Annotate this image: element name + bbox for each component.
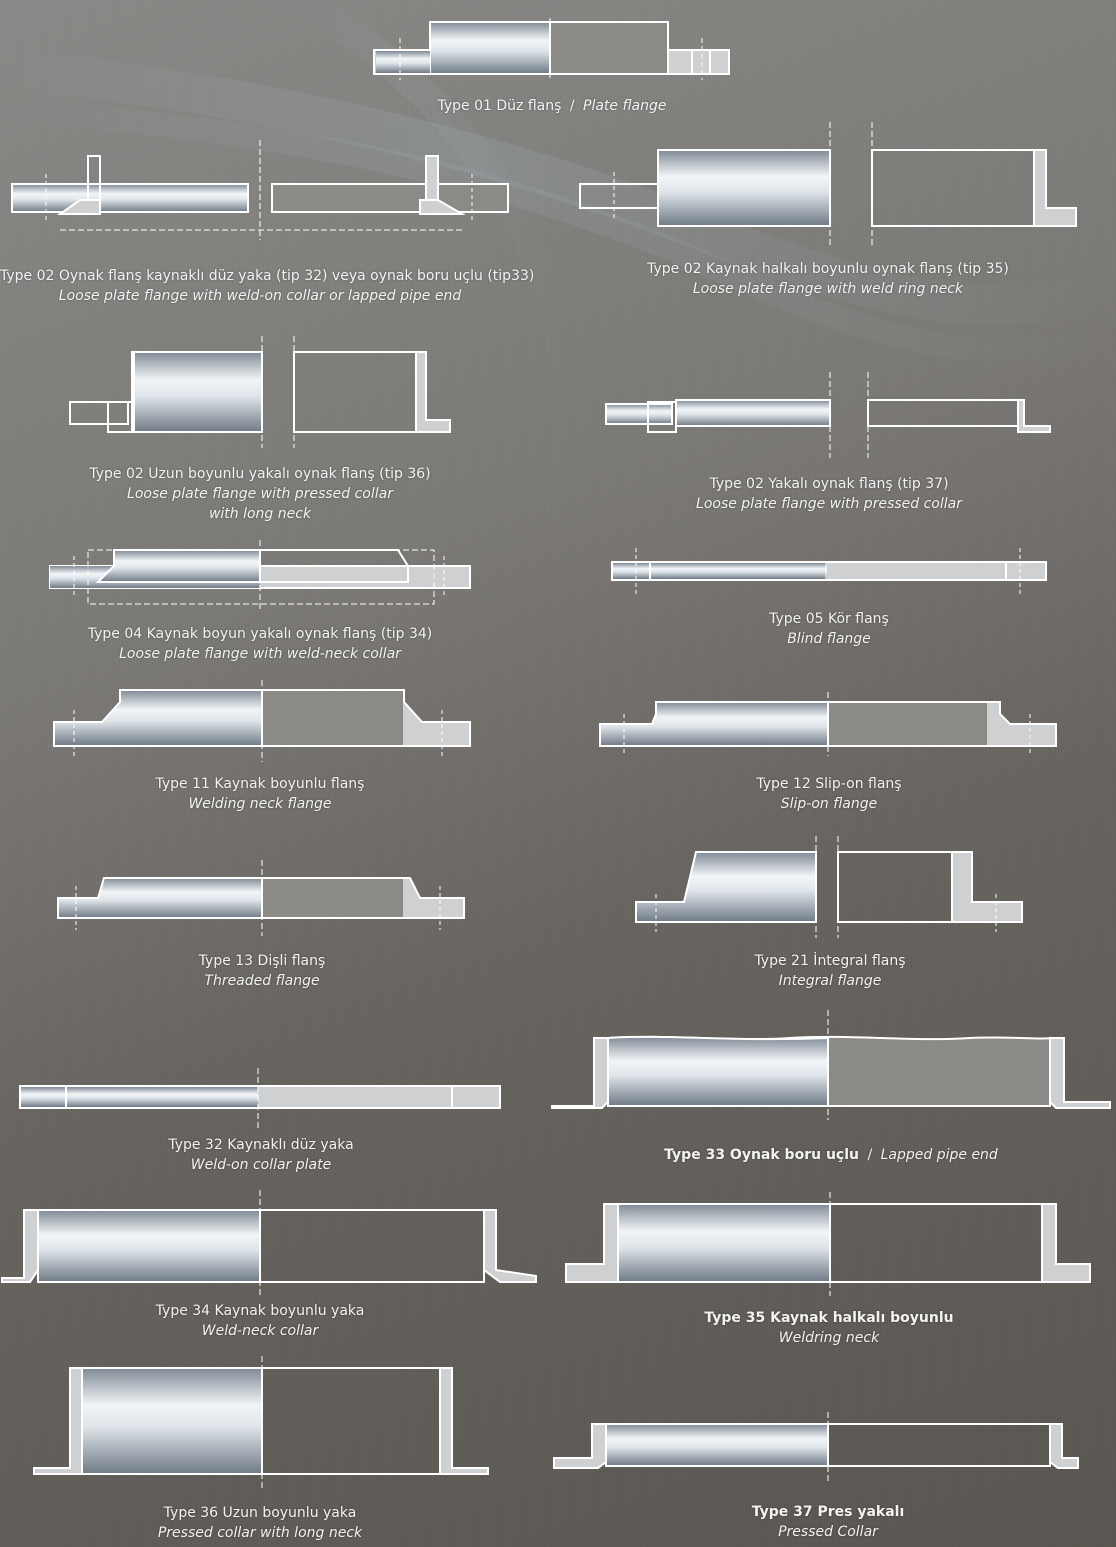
caption-type-05: Type 05 Kör flanş Blind flange bbox=[610, 609, 1048, 649]
caption-type-01-en: Plate flange bbox=[583, 98, 667, 114]
caption-type-32-tr: Type 32 Kaynaklı düz yaka bbox=[168, 1137, 354, 1153]
caption-type-21-en: Integral flange bbox=[778, 973, 882, 989]
diagram-type-21 bbox=[634, 836, 1026, 938]
caption-type-13-tr: Type 13 Dişli flanş bbox=[198, 953, 326, 969]
caption-type-36-en: Pressed collar with long neck bbox=[157, 1525, 363, 1541]
caption-type-01-sep: / bbox=[569, 98, 575, 114]
caption-type-35: Type 35 Kaynak halkalı boyunlu Weldring … bbox=[564, 1308, 1094, 1348]
caption-type-02b-en: Loose plate flange with weld ring neck bbox=[692, 281, 964, 297]
diagram-type-32 bbox=[18, 1068, 504, 1128]
diagram-type-33 bbox=[550, 1010, 1112, 1120]
type-37-drawing bbox=[553, 1412, 1079, 1484]
type-01-drawing bbox=[373, 18, 730, 80]
type-05-drawing bbox=[611, 548, 1047, 596]
diagram-type-37 bbox=[552, 1412, 1082, 1484]
caption-type-11: Type 11 Kaynak boyunlu flanş Welding nec… bbox=[50, 774, 470, 814]
caption-type-04-tr: Type 04 Kaynak boyun yakalı oynak flanş … bbox=[87, 626, 433, 642]
caption-type-33-sep: / bbox=[867, 1147, 873, 1163]
type-02c-drawing bbox=[69, 336, 451, 448]
diagram-type-05 bbox=[610, 546, 1048, 598]
diagram-type-12 bbox=[598, 692, 1060, 756]
type-04-drawing bbox=[49, 540, 471, 612]
caption-type-12-en: Slip-on flange bbox=[780, 796, 878, 812]
caption-type-34-en: Weld-neck collar bbox=[201, 1323, 319, 1339]
diagram-type-02c bbox=[68, 336, 454, 448]
diagram-type-34 bbox=[0, 1190, 540, 1296]
caption-type-04-en: Loose plate flange with weld-neck collar bbox=[119, 646, 401, 662]
caption-type-11-en: Welding neck flange bbox=[188, 796, 332, 812]
caption-type-32: Type 32 Kaynaklı düz yaka Weld-on collar… bbox=[18, 1135, 504, 1175]
caption-type-05-en: Blind flange bbox=[787, 631, 871, 647]
caption-type-12: Type 12 Slip-on flanş Slip-on flange bbox=[598, 774, 1060, 814]
caption-type-02b: Type 02 Kaynak halkalı boyunlu oynak fla… bbox=[578, 259, 1078, 299]
caption-type-02d-tr: Type 02 Yakalı oynak flanş (tip 37) bbox=[709, 476, 949, 492]
caption-type-33-en: Lapped pipe end bbox=[880, 1147, 998, 1163]
caption-type-34: Type 34 Kaynak boyunlu yaka Weld-neck co… bbox=[0, 1301, 520, 1341]
diagram-type-35 bbox=[564, 1192, 1094, 1296]
caption-type-02a-en: Loose plate flange with weld-on collar o… bbox=[58, 288, 462, 304]
type-32-drawing bbox=[19, 1068, 501, 1128]
diagram-type-02d bbox=[604, 372, 1054, 458]
diagram-type-13 bbox=[56, 860, 468, 936]
caption-type-35-en: Weldring neck bbox=[778, 1330, 880, 1346]
caption-type-13-en: Threaded flange bbox=[204, 973, 320, 989]
caption-type-02a-tr: Type 02 Oynak flanş kaynaklı düz yaka (t… bbox=[0, 268, 535, 284]
diagram-type-04 bbox=[48, 540, 472, 612]
caption-type-36: Type 36 Uzun boyunlu yaka Pressed collar… bbox=[30, 1503, 490, 1543]
caption-type-02d: Type 02 Yakalı oynak flanş (tip 37) Loos… bbox=[604, 474, 1054, 514]
caption-type-02c-en2: with long neck bbox=[208, 506, 312, 522]
type-13-drawing bbox=[57, 860, 465, 936]
caption-type-21-tr: Type 21 İntegral flanş bbox=[754, 953, 906, 969]
type-02d-drawing bbox=[605, 372, 1051, 458]
type-21-drawing bbox=[635, 836, 1023, 938]
caption-type-02c-tr: Type 02 Uzun boyunlu yakalı oynak flanş … bbox=[89, 466, 431, 482]
caption-type-01-tr: Type 01 Düz flanş bbox=[437, 98, 562, 114]
caption-type-37: Type 37 Pres yakalı Pressed Collar bbox=[552, 1502, 1104, 1542]
caption-type-01: Type 01 Düz flanş / Plate flange bbox=[372, 96, 732, 116]
type-34-drawing bbox=[1, 1190, 537, 1296]
type-35-drawing bbox=[565, 1192, 1091, 1296]
diagram-type-36 bbox=[32, 1356, 492, 1490]
type-33-drawing bbox=[551, 1010, 1111, 1120]
type-12-drawing bbox=[599, 692, 1057, 756]
caption-type-34-tr: Type 34 Kaynak boyunlu yaka bbox=[155, 1303, 365, 1319]
caption-type-02c: Type 02 Uzun boyunlu yakalı oynak flanş … bbox=[60, 464, 460, 524]
caption-type-02c-en: Loose plate flange with pressed collar bbox=[127, 486, 393, 502]
diagram-type-01 bbox=[372, 18, 732, 80]
caption-type-32-en: Weld-on collar plate bbox=[190, 1157, 332, 1173]
caption-type-02d-en: Loose plate flange with pressed collar bbox=[696, 496, 962, 512]
type-36-drawing bbox=[33, 1356, 489, 1490]
caption-type-21: Type 21 İntegral flanş Integral flange bbox=[634, 951, 1026, 991]
caption-type-33: Type 33 Oynak boru uçlu / Lapped pipe en… bbox=[550, 1145, 1112, 1165]
diagram-type-11 bbox=[50, 680, 474, 762]
caption-type-33-tr: Type 33 Oynak boru uçlu bbox=[664, 1147, 859, 1163]
caption-type-37-tr: Type 37 Pres yakalı bbox=[751, 1504, 905, 1520]
caption-type-11-tr: Type 11 Kaynak boyunlu flanş bbox=[155, 776, 365, 792]
diagram-type-02a bbox=[10, 140, 510, 240]
caption-type-13: Type 13 Dişli flanş Threaded flange bbox=[56, 951, 468, 991]
caption-type-12-tr: Type 12 Slip-on flanş bbox=[756, 776, 902, 792]
caption-type-37-en: Pressed Collar bbox=[778, 1524, 878, 1540]
diagram-type-02b bbox=[578, 122, 1080, 248]
type-02a-drawing bbox=[11, 140, 509, 240]
caption-type-02b-tr: Type 02 Kaynak halkalı boyunlu oynak fla… bbox=[647, 261, 1009, 277]
caption-type-35-tr: Type 35 Kaynak halkalı boyunlu bbox=[704, 1310, 954, 1326]
caption-type-04: Type 04 Kaynak boyun yakalı oynak flanş … bbox=[50, 624, 470, 664]
caption-type-02a: Type 02 Oynak flanş kaynaklı düz yaka (t… bbox=[0, 266, 535, 306]
type-02b-drawing bbox=[579, 122, 1077, 248]
caption-type-36-tr: Type 36 Uzun boyunlu yaka bbox=[163, 1505, 357, 1521]
type-11-drawing bbox=[53, 680, 471, 762]
caption-type-05-tr: Type 05 Kör flanş bbox=[769, 611, 889, 627]
